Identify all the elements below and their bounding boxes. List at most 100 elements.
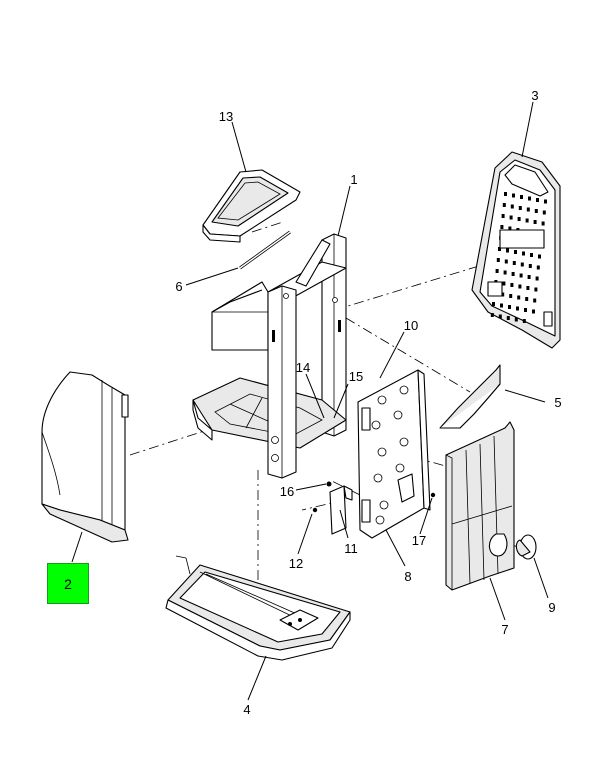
part-6-rod[interactable] bbox=[239, 230, 291, 270]
panel-hole bbox=[399, 437, 409, 447]
callout-7: 7 bbox=[501, 622, 508, 637]
part-3-back-panel[interactable] bbox=[471, 151, 561, 349]
panel-hole bbox=[393, 410, 403, 420]
panel-hole bbox=[509, 294, 513, 298]
part-12-screw[interactable] bbox=[312, 507, 318, 513]
panel-hole bbox=[526, 286, 530, 290]
panel-hole bbox=[506, 248, 509, 253]
panel-hole bbox=[506, 316, 510, 320]
panel-hole bbox=[530, 253, 533, 257]
callout-11: 11 bbox=[344, 541, 358, 556]
part-1-frame[interactable] bbox=[192, 233, 347, 479]
panel-hole bbox=[535, 276, 539, 281]
panel-hole bbox=[512, 193, 515, 198]
panel-hole bbox=[512, 261, 516, 265]
panel-hole bbox=[520, 195, 523, 199]
panel-hole bbox=[518, 284, 522, 289]
panel-hole bbox=[373, 473, 383, 483]
panel-hole bbox=[399, 385, 409, 395]
panel-hole bbox=[528, 264, 532, 268]
part-13-top-tray[interactable] bbox=[202, 169, 301, 243]
panel-hole bbox=[508, 226, 512, 231]
callout-3: 3 bbox=[531, 88, 538, 103]
panel-hole bbox=[514, 317, 518, 322]
panel-hole bbox=[496, 258, 500, 262]
panel-hole bbox=[532, 309, 535, 314]
panel-hole bbox=[518, 206, 522, 210]
panel-hole bbox=[504, 259, 508, 264]
panel-hole bbox=[500, 225, 504, 229]
callout-14: 14 bbox=[296, 360, 310, 375]
panel-hole bbox=[490, 313, 494, 317]
panel-hole bbox=[498, 247, 501, 251]
panel-hole bbox=[371, 420, 381, 430]
panel-hole bbox=[501, 292, 505, 297]
part-16-screw[interactable] bbox=[326, 481, 332, 487]
panel-hole bbox=[536, 265, 540, 270]
panel-hole bbox=[511, 272, 515, 276]
panel-hole bbox=[377, 447, 387, 457]
panel-hole bbox=[519, 273, 523, 278]
callout-15: 15 bbox=[349, 369, 363, 384]
panel-hole bbox=[534, 209, 538, 213]
panel-hole bbox=[526, 207, 530, 212]
part-5-top-trim[interactable] bbox=[439, 364, 501, 429]
callout-5: 5 bbox=[554, 395, 561, 410]
panel-hole bbox=[502, 281, 506, 286]
panel-hole bbox=[514, 250, 517, 254]
panel-hole bbox=[492, 302, 495, 306]
panel-hole bbox=[516, 306, 519, 311]
panel-hole bbox=[503, 270, 507, 275]
panel-hole bbox=[522, 319, 526, 323]
panel-hole bbox=[527, 275, 531, 279]
panel-hole bbox=[504, 192, 507, 196]
leader-lines bbox=[71, 101, 549, 701]
callout-2: 2 bbox=[64, 576, 72, 592]
panel-hole bbox=[542, 210, 546, 215]
panel-hole bbox=[533, 220, 537, 224]
panel-hole bbox=[501, 214, 505, 218]
part-8-middle-panel[interactable] bbox=[357, 369, 431, 539]
panel-hole bbox=[544, 199, 547, 204]
part-17-screw[interactable] bbox=[430, 492, 436, 498]
callout-1: 1 bbox=[350, 172, 357, 187]
panel-hole bbox=[375, 515, 385, 525]
part-9-cap[interactable] bbox=[515, 534, 537, 560]
callout-17: 17 bbox=[412, 533, 426, 548]
callout-labels: 13 1 3 6 10 5 14 15 16 12 11 8 17 7 9 4 bbox=[175, 88, 561, 717]
callout-10: 10 bbox=[404, 318, 418, 333]
panel-hole bbox=[510, 283, 514, 287]
panel-hole bbox=[525, 218, 529, 223]
callout-13: 13 bbox=[219, 109, 233, 124]
panel-hole bbox=[510, 204, 514, 209]
panel-hole bbox=[517, 217, 521, 221]
panel-hole bbox=[522, 251, 525, 256]
panel-hole bbox=[495, 269, 499, 273]
part-11-bracket[interactable] bbox=[329, 485, 353, 535]
panel-hole bbox=[500, 303, 503, 308]
panel-hole bbox=[377, 395, 387, 405]
callout-8: 8 bbox=[404, 569, 411, 584]
panel-hole bbox=[536, 198, 539, 202]
callout-12: 12 bbox=[289, 556, 303, 571]
panel-hole bbox=[508, 305, 511, 309]
panel-hole bbox=[502, 203, 506, 207]
callout-16: 16 bbox=[280, 484, 294, 499]
part-2-side-panel[interactable] bbox=[41, 371, 129, 543]
panel-hole bbox=[509, 215, 513, 220]
panel-hole bbox=[528, 196, 531, 201]
callout-2-highlight[interactable]: 2 bbox=[47, 563, 89, 604]
panel-hole bbox=[498, 314, 502, 319]
panel-hole bbox=[538, 254, 541, 259]
callout-9: 9 bbox=[548, 600, 555, 615]
callout-4: 4 bbox=[243, 702, 250, 717]
panel-hole bbox=[517, 295, 521, 300]
panel-hole bbox=[525, 297, 529, 301]
part-7-front-cover[interactable] bbox=[445, 421, 515, 591]
callout-6: 6 bbox=[175, 279, 182, 294]
panel-hole bbox=[541, 221, 545, 226]
panel-hole bbox=[395, 463, 405, 473]
panel-hole bbox=[379, 500, 389, 510]
part-4-bottom-tray[interactable] bbox=[165, 555, 351, 661]
